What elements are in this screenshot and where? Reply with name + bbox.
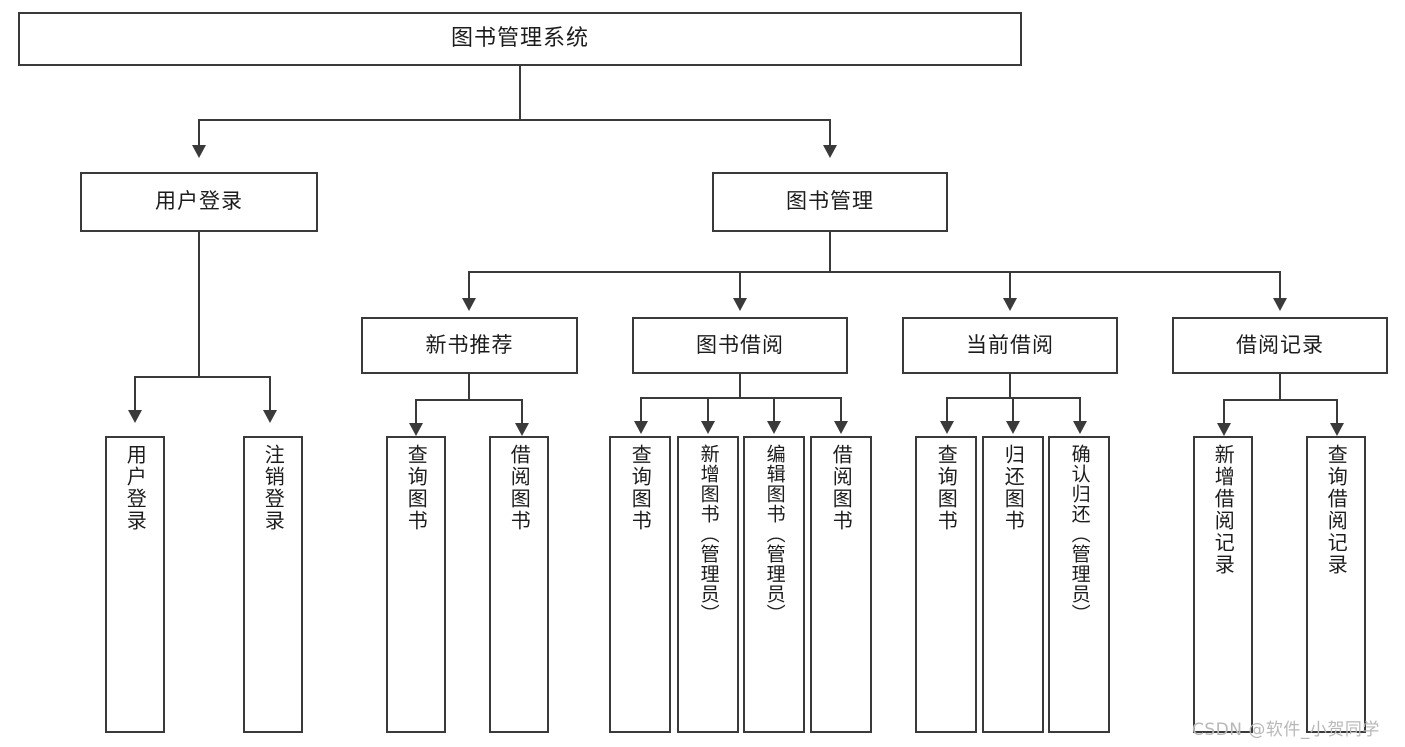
connector-user-login-bus (134, 376, 269, 378)
node-label: 查询图书 (404, 444, 429, 532)
node-label: 编辑图书（管理员） (763, 444, 786, 624)
leaf-query-book-current[interactable]: 查询图书 (915, 436, 977, 733)
leaf-add-book-admin[interactable]: 新增图书（管理员） (677, 436, 739, 733)
arrow-to-user-login (192, 145, 206, 158)
node-label: 用户登录 (155, 189, 243, 214)
connector-level3-drop-1 (468, 271, 470, 298)
node-label: 确认归还（管理员） (1068, 444, 1091, 624)
arrow-to-leaf-add-record (1217, 423, 1231, 436)
arrow-to-borrow-record (1273, 298, 1287, 311)
connector-current-borrow-drop-2 (1012, 397, 1014, 421)
arrow-to-new-book-rec (462, 298, 476, 311)
arrow-to-current-borrow (1003, 298, 1017, 311)
leaf-query-book-rec[interactable]: 查询图书 (386, 436, 446, 733)
connector-new-book-rec-drop-2 (521, 399, 523, 423)
node-label: 借阅记录 (1236, 332, 1324, 357)
connector-user-login-stem (198, 232, 200, 377)
node-borrow-record[interactable]: 借阅记录 (1172, 317, 1388, 374)
node-new-book-rec[interactable]: 新书推荐 (361, 317, 578, 374)
connector-new-book-rec-stem (468, 374, 470, 400)
connector-borrow-record-stem (1279, 374, 1281, 400)
connector-level2-drop-right (829, 119, 831, 145)
node-label: 借阅图书 (507, 444, 532, 532)
arrow-to-leaf-edit-book (767, 421, 781, 434)
connector-level2-drop-left (198, 119, 200, 145)
node-label: 用户登录 (123, 444, 148, 532)
node-book-manage[interactable]: 图书管理 (712, 172, 948, 232)
node-label: 新增图书（管理员） (697, 444, 720, 624)
leaf-add-borrow-record[interactable]: 新增借阅记录 (1193, 436, 1253, 733)
connector-borrow-record-drop-1 (1223, 399, 1225, 423)
connector-borrow-record-bus (1223, 399, 1336, 401)
connector-book-borrow-stem (739, 374, 741, 398)
node-label: 查询借阅记录 (1324, 444, 1349, 576)
node-label: 新书推荐 (425, 332, 514, 357)
connector-current-borrow-drop-3 (1079, 397, 1081, 421)
arrow-to-leaf-return-book (1006, 421, 1020, 434)
node-user-login[interactable]: 用户登录 (80, 172, 318, 232)
node-current-borrow[interactable]: 当前借阅 (902, 317, 1118, 374)
connector-new-book-rec-drop-1 (415, 399, 417, 423)
node-label: 注销登录 (261, 444, 286, 532)
connector-level2-bus (198, 119, 831, 121)
leaf-borrow-book-rec[interactable]: 借阅图书 (489, 436, 549, 733)
connector-level3-bus (468, 271, 1280, 273)
node-root-system[interactable]: 图书管理系统 (18, 12, 1022, 66)
connector-borrow-record-drop-2 (1336, 399, 1338, 423)
arrow-to-leaf-query-record (1330, 423, 1344, 436)
connector-book-borrow-drop-1 (640, 397, 642, 421)
node-label: 图书管理系统 (450, 25, 589, 51)
arrow-to-leaf-logout (263, 410, 277, 423)
node-book-borrow[interactable]: 图书借阅 (632, 317, 848, 374)
arrow-to-leaf-confirm-return (1073, 421, 1087, 434)
connector-user-login-drop-2 (269, 376, 271, 410)
connector-level3-drop-3 (1009, 271, 1011, 298)
node-label: 借阅图书 (829, 444, 854, 532)
leaf-confirm-return-admin[interactable]: 确认归还（管理员） (1048, 436, 1110, 733)
arrow-to-leaf-borrow-book-2 (834, 421, 848, 434)
arrow-to-book-borrow (733, 298, 747, 311)
connector-current-borrow-drop-1 (946, 397, 948, 421)
arrow-to-leaf-user-login (128, 410, 142, 423)
arrow-to-leaf-query-book-2 (634, 421, 648, 434)
leaf-borrow-book-borrow[interactable]: 借阅图书 (810, 436, 872, 733)
arrow-to-leaf-query-book-3 (940, 421, 954, 434)
connector-level3-drop-2 (739, 271, 741, 298)
leaf-logout[interactable]: 注销登录 (243, 436, 303, 733)
leaf-query-borrow-record[interactable]: 查询借阅记录 (1306, 436, 1366, 733)
node-label: 图书管理 (786, 189, 874, 214)
connector-book-manage-stem (829, 232, 831, 272)
leaf-user-login[interactable]: 用户登录 (105, 436, 165, 733)
connector-book-borrow-drop-2 (707, 397, 709, 421)
node-label: 查询图书 (934, 444, 959, 532)
connector-root-stem (519, 66, 521, 120)
leaf-edit-book-admin[interactable]: 编辑图书（管理员） (743, 436, 805, 733)
connector-book-borrow-bus (640, 397, 840, 399)
connector-level3-drop-4 (1279, 271, 1281, 298)
node-label: 当前借阅 (966, 332, 1054, 357)
arrow-to-leaf-borrow-book-1 (515, 423, 529, 436)
connector-new-book-rec-bus (415, 399, 521, 401)
connector-book-borrow-drop-4 (840, 397, 842, 421)
csdn-watermark: CSDN @软件_小贺同学 (1192, 720, 1380, 740)
node-label: 查询图书 (628, 444, 653, 532)
node-label: 归还图书 (1001, 444, 1026, 532)
connector-current-borrow-stem (1009, 374, 1011, 398)
arrow-to-leaf-add-book (701, 421, 715, 434)
connector-user-login-drop-1 (134, 376, 136, 410)
arrow-to-leaf-query-book-1 (409, 423, 423, 436)
leaf-query-book-borrow[interactable]: 查询图书 (609, 436, 671, 733)
arrow-to-book-manage (823, 145, 837, 158)
connector-book-borrow-drop-3 (773, 397, 775, 421)
leaf-return-book[interactable]: 归还图书 (982, 436, 1044, 733)
node-label: 图书借阅 (696, 332, 784, 357)
node-label: 新增借阅记录 (1211, 444, 1236, 576)
